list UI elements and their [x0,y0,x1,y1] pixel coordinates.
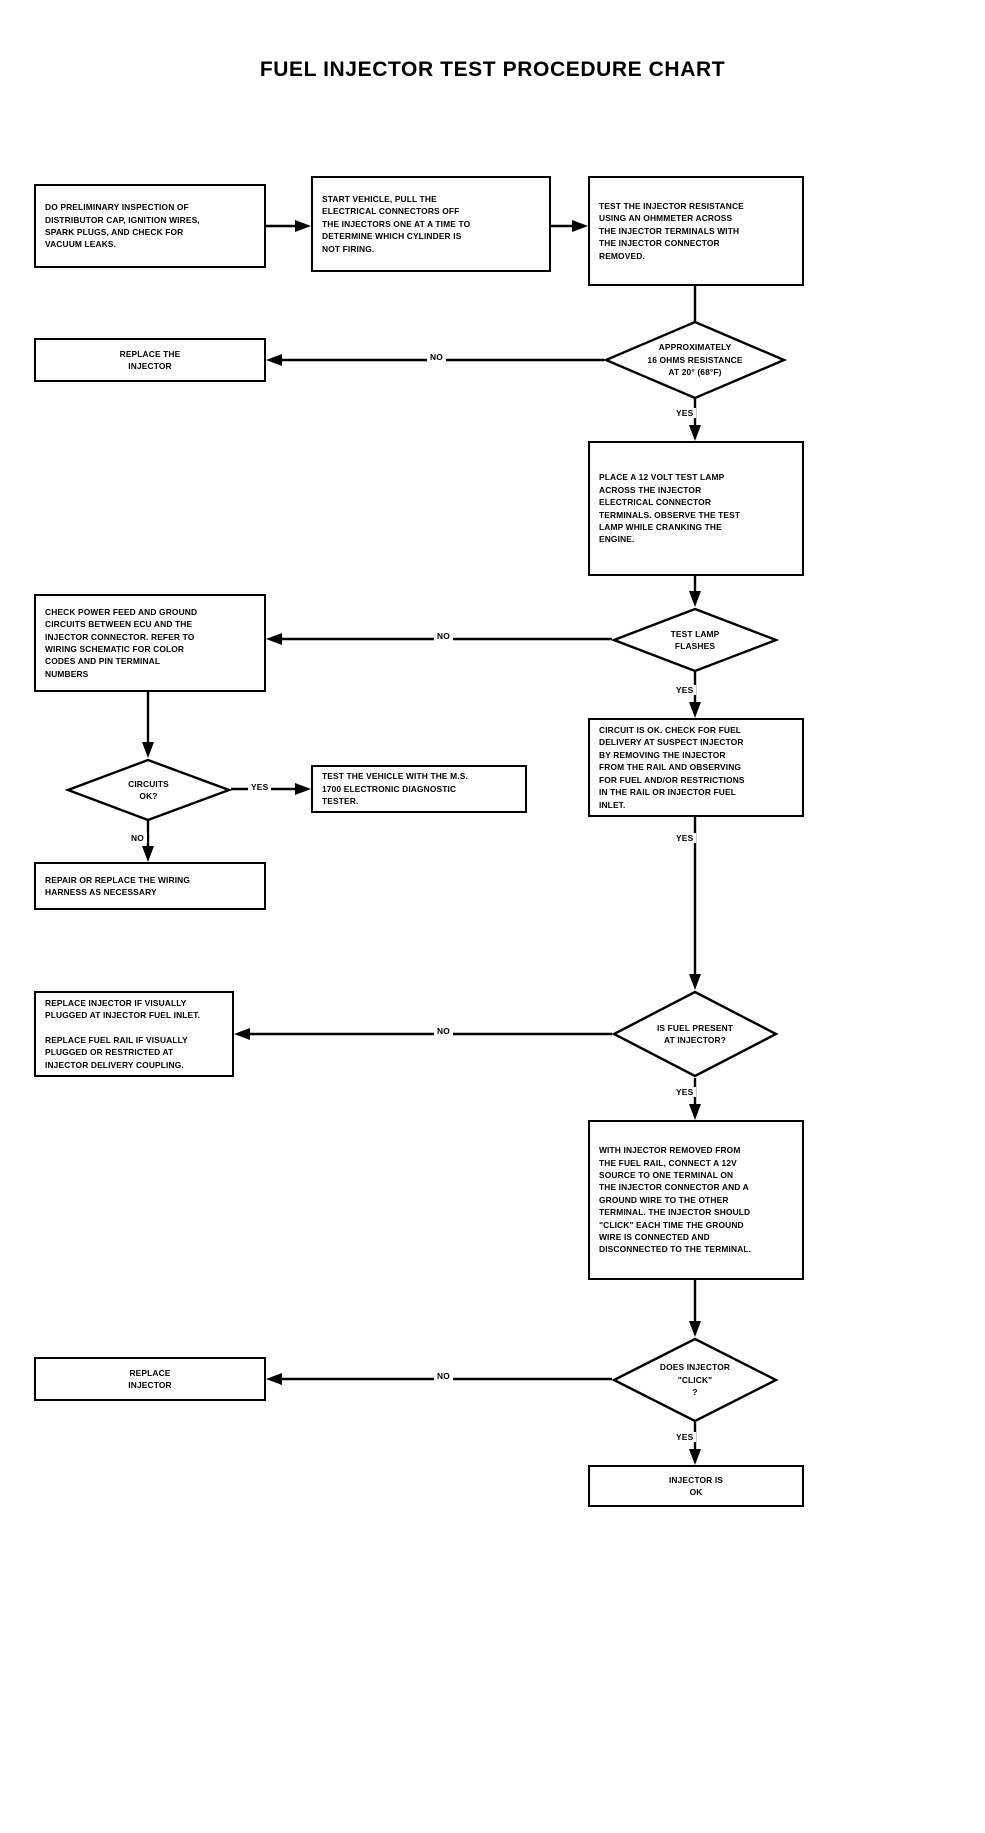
node-circuit-ok-check-fuel[interactable]: CIRCUIT IS OK. CHECK FOR FUEL DELIVERY A… [588,718,804,817]
edge-label-yes-2: YES [673,685,697,695]
node-text: TEST THE VEHICLE WITH THE M.S. 1700 ELEC… [322,771,468,807]
diamond-outline [602,320,788,400]
edge-label-yes-5: YES [673,1087,697,1097]
edge-label-no-1: NO [427,352,446,362]
node-text: REPLACE THE INJECTOR [119,348,181,371]
node-preliminary-inspection[interactable]: DO PRELIMINARY INSPECTION OF DISTRIBUTOR… [34,184,266,268]
node-text: START VEHICLE, PULL THE ELECTRICAL CONNE… [322,193,471,254]
diamond-outline [610,607,780,673]
node-text: PLACE A 12 VOLT TEST LAMP ACROSS THE INJ… [599,472,741,545]
decision-is-fuel-present[interactable]: IS FUEL PRESENT AT INJECTOR? [611,990,779,1078]
edge-label-no-4: NO [434,1026,453,1036]
node-replace-injector-2[interactable]: REPLACE INJECTOR [34,1357,266,1401]
diamond-outline [64,758,233,822]
edge-label-no-5: NO [434,1371,453,1381]
node-test-vehicle-ms1700[interactable]: TEST THE VEHICLE WITH THE M.S. 1700 ELEC… [311,765,527,813]
node-with-injector-removed[interactable]: WITH INJECTOR REMOVED FROM THE FUEL RAIL… [588,1120,804,1280]
node-text: CIRCUIT IS OK. CHECK FOR FUEL DELIVERY A… [599,725,745,810]
node-text: WITH INJECTOR REMOVED FROM THE FUEL RAIL… [599,1145,752,1255]
decision-does-injector-click[interactable]: DOES INJECTOR "CLICK" ? [611,1337,779,1423]
edge-label-no-3: NO [128,833,147,843]
edge-label-yes-1: YES [673,408,697,418]
node-text: REPLACE INJECTOR IF VISUALLY PLUGGED AT … [45,997,201,1070]
node-injector-is-ok[interactable]: INJECTOR IS OK [588,1465,804,1507]
node-text: DO PRELIMINARY INSPECTION OF DISTRIBUTOR… [45,202,200,250]
node-repair-wiring-harness[interactable]: REPAIR OR REPLACE THE WIRING HARNESS AS … [34,862,266,910]
node-replace-injector-1[interactable]: REPLACE THE INJECTOR [34,338,266,382]
node-start-vehicle[interactable]: START VEHICLE, PULL THE ELECTRICAL CONNE… [311,176,551,272]
node-text: CIRCUITS OK? [128,778,169,801]
decision-circuits-ok[interactable]: CIRCUITS OK? [64,758,233,822]
diamond-outline [611,990,779,1078]
edge-label-yes-3: YES [248,782,272,792]
node-text: TEST LAMP FLASHES [670,628,720,651]
node-text: CHECK POWER FEED AND GROUND CIRCUITS BET… [45,606,198,679]
node-test-lamp-procedure[interactable]: PLACE A 12 VOLT TEST LAMP ACROSS THE INJ… [588,441,804,576]
node-test-resistance[interactable]: TEST THE INJECTOR RESISTANCE USING AN OH… [588,176,804,286]
page-title: FUEL INJECTOR TEST PROCEDURE CHART [259,58,726,81]
decision-16-ohms[interactable]: APPROXIMATELY 16 OHMS RESISTANCE AT 20° … [602,320,788,400]
node-text: TEST THE INJECTOR RESISTANCE USING AN OH… [599,200,744,261]
edge-label-yes-6: YES [673,1432,697,1442]
diamond-outline [611,1337,779,1423]
node-text: INJECTOR IS OK [668,1474,724,1497]
node-text: APPROXIMATELY 16 OHMS RESISTANCE AT 20° … [647,342,743,378]
edge-label-yes-4: YES [673,833,697,843]
node-check-power-feed[interactable]: CHECK POWER FEED AND GROUND CIRCUITS BET… [34,594,266,692]
edge-label-no-2: NO [434,631,453,641]
node-text: REPLACE INJECTOR [128,1367,172,1390]
node-text: IS FUEL PRESENT AT INJECTOR? [656,1022,734,1045]
node-replace-injector-or-rail[interactable]: REPLACE INJECTOR IF VISUALLY PLUGGED AT … [34,991,234,1077]
node-text: DOES INJECTOR "CLICK" ? [659,1362,731,1398]
node-text: REPAIR OR REPLACE THE WIRING HARNESS AS … [45,874,191,897]
decision-test-lamp-flashes[interactable]: TEST LAMP FLASHES [610,607,780,673]
